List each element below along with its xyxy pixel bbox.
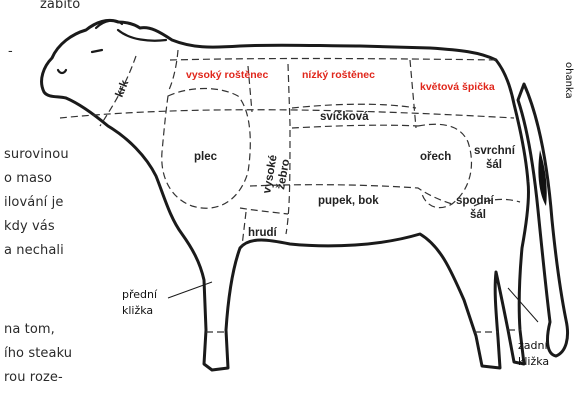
cut-label-orech: ořech — [420, 151, 451, 163]
callout-label-zadni-klizka: kližka — [518, 355, 549, 368]
cut-label-pupek-bok: pupek, bok — [318, 195, 379, 207]
cut-label-hrudi: hrudí — [248, 227, 278, 239]
cut-label-svrchni: svrchní — [474, 145, 516, 157]
edge-text-ohanka: ohanka — [563, 62, 574, 99]
callout-label-zadni: zadní — [518, 339, 548, 352]
cut-label-vysoky-rostenec: vysoký roštěnec — [186, 69, 268, 81]
cut-label-kvetova-spicka: květová špička — [420, 81, 495, 93]
callout-label-predni-klizka: kližka — [122, 304, 153, 317]
cut-label-nizky-rostenec: nízký roštěnec — [302, 69, 375, 81]
cut-label-spodni-sal: šál — [470, 209, 486, 221]
cut-label-svickova: svíčková — [320, 111, 369, 123]
callout-label-predni: přední — [122, 288, 158, 301]
cut-label-plec: plec — [194, 151, 218, 163]
cut-label-spodni: spodní — [456, 195, 494, 207]
cut-label-svrchni-sal: šál — [486, 159, 502, 171]
